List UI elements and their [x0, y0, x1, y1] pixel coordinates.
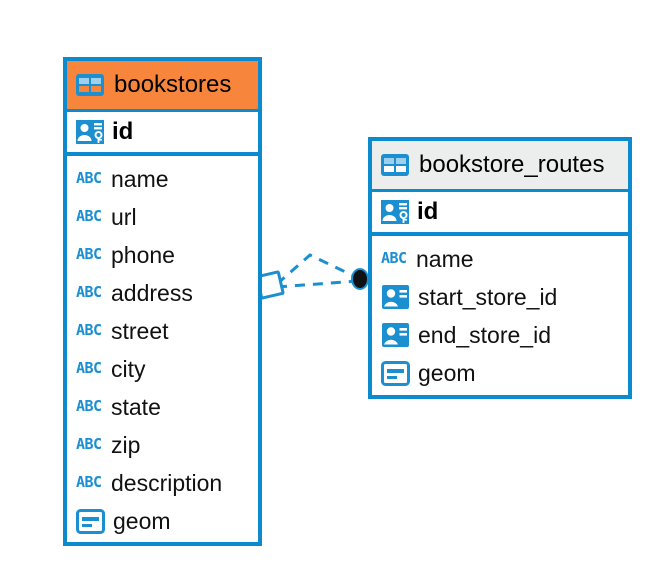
entity-header-bookstores[interactable]: bookstores — [67, 61, 258, 109]
field-row-address[interactable]: ABC address — [67, 274, 258, 312]
field-label: start_store_id — [418, 283, 558, 310]
field-row-description[interactable]: ABC description — [67, 464, 258, 502]
field-label: street — [111, 317, 169, 344]
field-row-end-store-id[interactable]: end_store_id — [372, 316, 628, 354]
abc-text-icon: ABC — [76, 473, 102, 491]
field-row-zip[interactable]: ABC zip — [67, 426, 258, 464]
entity-bookstore-routes[interactable]: bookstore_routes id ABC name — [368, 137, 632, 399]
field-row-name[interactable]: ABC name — [372, 240, 628, 278]
abc-text-icon: ABC — [76, 359, 102, 377]
entity-header-bookstore-routes[interactable]: bookstore_routes — [372, 141, 628, 189]
relationship-line-upper — [276, 253, 359, 286]
field-row-primary-key[interactable]: id — [372, 189, 628, 236]
abc-text-icon: ABC — [76, 245, 102, 263]
abc-text-icon: ABC — [76, 321, 102, 339]
table-icon — [381, 154, 409, 176]
field-row-url[interactable]: ABC url — [67, 198, 258, 236]
geometry-icon — [76, 508, 105, 534]
table-icon — [76, 74, 104, 96]
abc-text-icon: ABC — [76, 169, 102, 187]
abc-text-icon: ABC — [76, 207, 102, 225]
field-row-geom[interactable]: geom — [372, 354, 628, 392]
field-label: city — [111, 355, 146, 382]
field-label: zip — [111, 431, 141, 458]
field-row-city[interactable]: ABC city — [67, 350, 258, 388]
circle-marker-icon — [351, 268, 369, 290]
foreign-key-icon — [382, 285, 409, 309]
field-row-start-store-id[interactable]: start_store_id — [372, 278, 628, 316]
field-label: name — [416, 245, 474, 272]
entity-title: bookstores — [114, 71, 232, 98]
field-row-name[interactable]: ABC name — [67, 160, 258, 198]
field-row-primary-key[interactable]: id — [67, 109, 258, 156]
relationship-connector[interactable] — [255, 245, 375, 315]
field-label: geom — [418, 359, 476, 386]
primary-key-icon — [76, 120, 104, 144]
abc-text-icon: ABC — [76, 397, 102, 415]
field-label: geom — [113, 507, 171, 534]
field-label: description — [111, 469, 223, 496]
field-label: address — [111, 279, 193, 306]
field-row-state[interactable]: ABC state — [67, 388, 258, 426]
relationship-line-lower — [276, 279, 359, 289]
field-label: url — [111, 203, 137, 230]
field-row-geom[interactable]: geom — [67, 502, 258, 540]
field-label: id — [417, 198, 439, 225]
abc-text-icon: ABC — [76, 283, 102, 301]
field-row-phone[interactable]: ABC phone — [67, 236, 258, 274]
field-label: phone — [111, 241, 175, 268]
field-list: ABC name start_store_id — [372, 236, 628, 392]
foreign-key-icon — [382, 323, 409, 347]
entity-title: bookstore_routes — [419, 151, 605, 178]
field-label: name — [111, 165, 169, 192]
field-label: state — [111, 393, 161, 420]
geometry-icon — [381, 360, 410, 386]
abc-text-icon: ABC — [76, 435, 102, 453]
abc-text-icon: ABC — [381, 249, 407, 267]
field-label: end_store_id — [418, 321, 551, 348]
primary-key-icon — [381, 200, 409, 224]
entity-bookstores[interactable]: bookstores id ABC name — [63, 57, 262, 546]
field-row-street[interactable]: ABC street — [67, 312, 258, 350]
field-list: ABC name ABC url ABC phone ABC — [67, 156, 258, 540]
field-label: id — [112, 118, 134, 145]
